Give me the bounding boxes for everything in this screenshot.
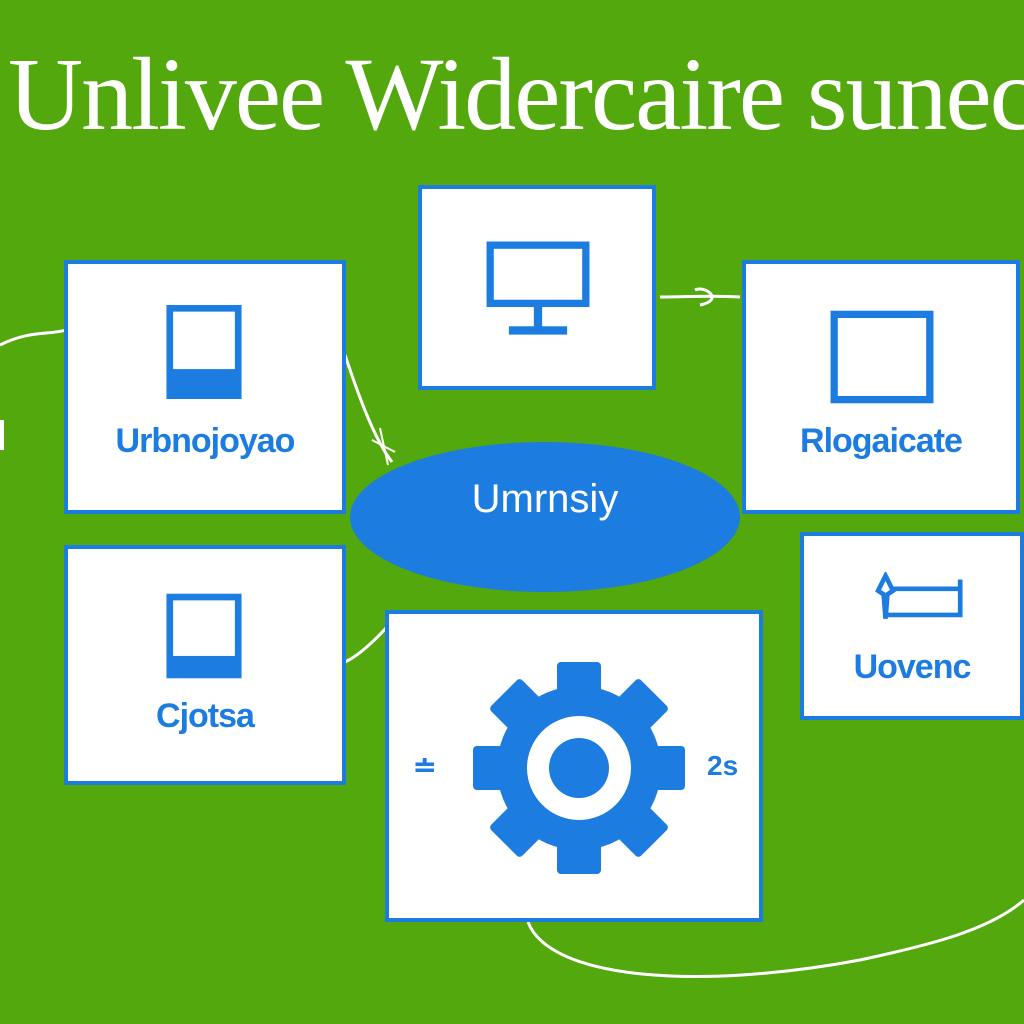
card-right-top: Rlogaicate	[742, 260, 1020, 514]
card-left-top-label: Urbnojoyao	[115, 422, 296, 460]
card-left-bottom-label: Cjotsa	[156, 697, 255, 735]
gear-right-text: 2s	[707, 750, 739, 781]
card-right-bottom: Uovenc	[800, 532, 1024, 720]
hub-ellipse: Umrnsiy	[350, 442, 740, 592]
card-right-bottom-label: Uovenc	[853, 648, 972, 686]
gear-icon	[473, 662, 685, 874]
tablet-icon	[166, 593, 242, 679]
tablet-icon	[166, 304, 242, 400]
monitor-icon	[486, 241, 590, 335]
diagram-title: Unlivee Widercaire sunectoc	[8, 40, 1024, 150]
card-monitor	[418, 185, 656, 390]
card-gear: ≐ 2s	[385, 610, 763, 922]
card-left-top: Urbnojoyao	[64, 260, 346, 514]
card-right-top-label: Rlogaicate	[800, 422, 963, 460]
card-left-bottom: Cjotsa	[64, 545, 346, 785]
pen-frame-icon	[875, 572, 963, 619]
hub-label: Umrnsiy	[471, 477, 619, 521]
gear-left-text: ≐	[413, 751, 437, 782]
window-icon	[830, 310, 934, 404]
